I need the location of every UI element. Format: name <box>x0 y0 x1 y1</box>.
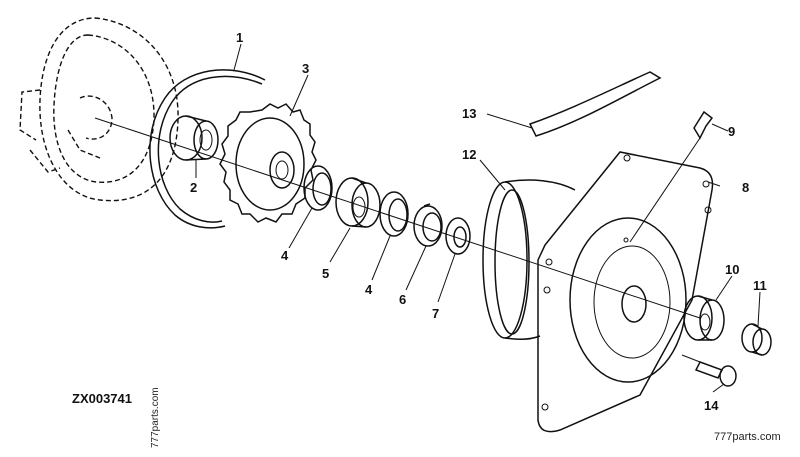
callout-11: 11 <box>753 278 767 293</box>
part-3-gear <box>219 103 317 223</box>
callout-13: 13 <box>462 106 476 121</box>
callout-1: 1 <box>236 30 243 45</box>
watermark-bottom-right: 777parts.com <box>714 431 781 443</box>
dashed-housing <box>19 17 179 202</box>
callout-12: 12 <box>462 147 476 162</box>
part-8-cover-plate <box>537 151 714 433</box>
callout-4a: 4 <box>281 248 289 263</box>
callout-9: 9 <box>728 124 735 139</box>
callout-14: 14 <box>704 398 719 413</box>
callout-6: 6 <box>399 292 406 307</box>
drawing-code: ZX003741 <box>72 391 132 406</box>
callout-2: 2 <box>190 180 197 195</box>
callout-8: 8 <box>742 180 749 195</box>
leader-lines <box>195 43 761 393</box>
part-2-bushing <box>169 115 219 161</box>
callout-5: 5 <box>322 266 329 281</box>
watermark-vertical: 777parts.com <box>150 387 161 448</box>
part-12-drum <box>482 179 576 341</box>
part-14-bolt <box>681 354 737 387</box>
part-4-ring-a <box>303 165 333 211</box>
part-6-retaining-ring <box>413 203 443 247</box>
part-11-collar <box>741 323 772 356</box>
callout-3: 3 <box>302 61 309 76</box>
callout-10: 10 <box>725 262 739 277</box>
callout-7: 7 <box>432 306 439 321</box>
part-1-snap-ring <box>149 69 266 229</box>
part-10-bearing <box>683 295 725 341</box>
center-axis-line <box>94 117 701 319</box>
part-13-strap <box>528 71 662 137</box>
part-5-bearing <box>335 177 381 228</box>
part-9-grease-fitting <box>629 110 714 243</box>
part-4-ring-b <box>379 191 409 237</box>
part-7-washer <box>445 217 471 255</box>
callout-4b: 4 <box>365 282 373 297</box>
